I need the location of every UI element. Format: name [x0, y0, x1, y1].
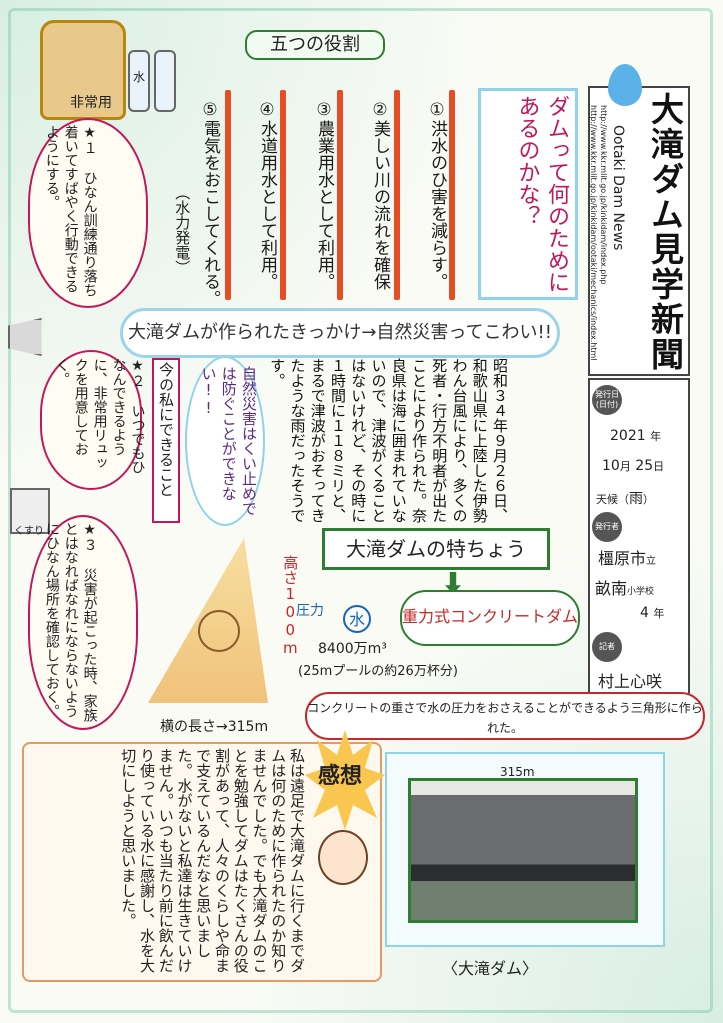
page-frame [8, 8, 713, 1013]
role-line-1 [449, 90, 455, 300]
masthead-url-1: http://www.kkr.mlit.go.jp/kinkidam/index… [599, 105, 608, 285]
dam-face-icon [198, 610, 240, 652]
dam-type: 重力式コンクリートダム [400, 590, 580, 646]
reporter-label: 記者 [592, 632, 622, 662]
publisher-city: 橿原市立 [598, 549, 657, 568]
question-box: ダムって何のためにあるのかな？ [478, 88, 578, 300]
water-bottle-label: 水 [133, 70, 146, 84]
water-bottle-2 [154, 50, 176, 112]
height-label: 高さ100m [281, 555, 300, 657]
feature-title: 大滝ダムの特ちょう [322, 528, 550, 570]
can-do-title: 今の私にできること [152, 358, 180, 523]
tip-2: ★２ いつでもひなんできるように、非常用リュックを用意しておく。 [53, 358, 146, 474]
water-volume: 8400万m³ [318, 641, 387, 657]
tip-3: ★３ 災害が起こった時、家族とはなればなれにならないようにひなん場所を確認してお… [43, 522, 98, 722]
pressure-label: 圧力 [296, 603, 324, 619]
weather: 天候（雨） [596, 491, 654, 507]
photo-caption: 〈大滝ダム〉 [441, 959, 538, 978]
masthead-box [588, 86, 690, 376]
photo-width-label: 315m [500, 765, 535, 779]
medicine-box-label: くすり [14, 526, 44, 537]
masthead-subtitle: Ootaki Dam News [610, 125, 626, 251]
impression-title: 感想 [318, 764, 363, 789]
issue-date-label: 発行日(日付) [592, 385, 622, 415]
masthead-url-2: http://www.kkr.mlit.go.jp/kinkidam/ootak… [589, 105, 598, 361]
tip-bubble-3 [28, 515, 138, 730]
water-volume-note: (25mプールの約26万杯分) [298, 664, 458, 679]
publisher-label: 発行者 [592, 512, 622, 542]
tip-bubble-2 [40, 350, 142, 490]
water-bottle-1 [128, 50, 150, 112]
role-3: ③農業用水として利用。 [313, 100, 334, 290]
emergency-label: 非常用 [70, 95, 112, 111]
grade: 4 年 [640, 605, 665, 621]
impression-text: 私は遠足で大滝ダムに行くまでダムは何のために作られたのか知りませんでした。でも大… [119, 748, 306, 973]
role-line-5 [225, 90, 231, 300]
masthead-title: 大滝ダム見学新聞 [645, 92, 685, 372]
tip-bubble-1 [28, 118, 148, 308]
tip-1: ★１ ひなん訓練通り落ち着いてすばやく行動できるようにする。 [43, 125, 98, 297]
publisher-school: 畝南小学校 [595, 579, 655, 598]
water-circle-icon: 水 [343, 605, 371, 633]
waterdrop-mascot-icon [608, 64, 642, 106]
section-title: 五つの役割 [245, 30, 385, 60]
dam-photo [408, 778, 638, 923]
triangle-note: コンクリートの重さで水の圧力をおさえることができるよう三角形に作られた。 [305, 692, 705, 740]
reporter-face-icon [318, 830, 368, 885]
cause-title: 大滝ダムが作られたきっかけ→自然災害ってこわい!! [120, 308, 560, 358]
role-5: ⑤電気をおこしてくれる。 [199, 100, 220, 307]
role-line-3 [337, 90, 343, 300]
role-1: ①洪水のひ害を減らす。 [426, 100, 447, 290]
issue-year: 2021 年 [610, 428, 662, 444]
reporter-name: 村上心咲 [598, 672, 663, 691]
nature-note: 自然災害はくい止めでは防ぐことができない!! [185, 356, 265, 526]
role-line-4 [280, 90, 286, 300]
origin-story: 昭和３４年９月２６日、和歌山県に上陸した伊勢わん台風により、多くの死者・行方不明… [268, 358, 509, 523]
medicine-box-icon [10, 488, 50, 534]
role-5-note: （水力発電） [173, 185, 192, 275]
role-line-2 [394, 90, 400, 300]
role-2: ②美しい川の流れを確保 [369, 100, 390, 290]
issue-month-day: 10月 25日 [602, 458, 665, 474]
width-label: 横の長さ→315m [160, 719, 269, 735]
role-4: ④水道用水として利用。 [256, 100, 277, 290]
